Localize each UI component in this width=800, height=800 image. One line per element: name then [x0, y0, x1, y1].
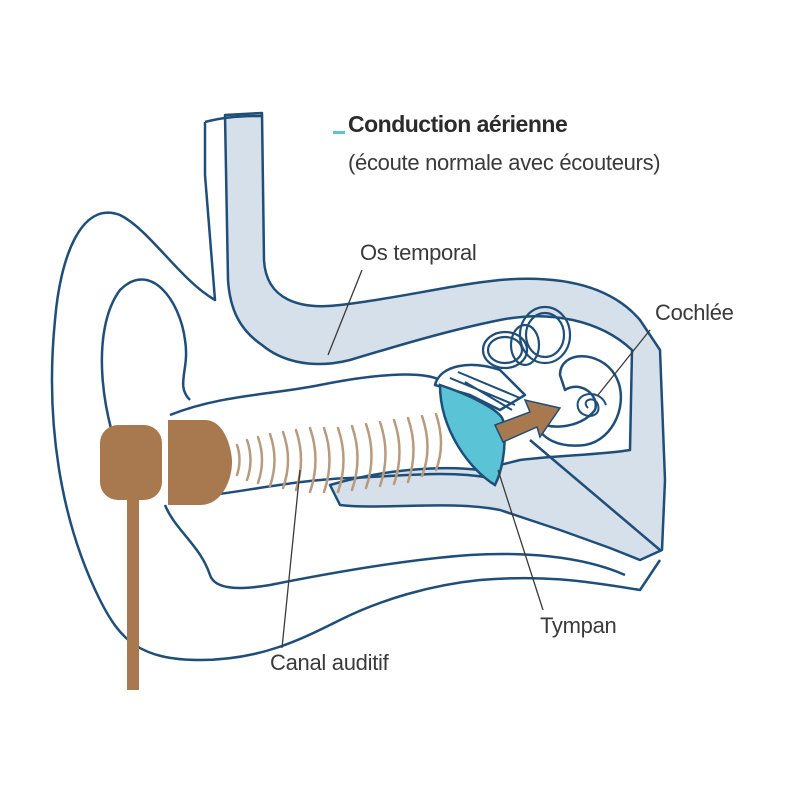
diagram-subtitle: (écoute normale avec écouteurs) [348, 150, 661, 175]
ear-lower [163, 504, 626, 590]
diagram-title: Conduction aérienne [348, 111, 568, 137]
semicircular-canals [481, 305, 572, 370]
label-ear-canal: Canal auditif [270, 650, 389, 675]
label-temporal-bone: Os temporal [360, 240, 477, 265]
leader-eardrum [497, 469, 544, 611]
cochlea [533, 355, 623, 447]
outer-ear [50, 114, 662, 662]
leader-cochlea [597, 329, 651, 396]
label-cochlea: Cochlée [655, 300, 734, 325]
leader-canal [281, 469, 301, 649]
cochlea-spiral [576, 393, 607, 417]
temporal-bone [223, 111, 667, 562]
sound-arrow-icon [493, 398, 562, 443]
sound-waves [235, 412, 443, 494]
leader-bone [327, 269, 363, 356]
ear-canal-upper [169, 373, 441, 417]
earphone [100, 420, 232, 690]
ossicles [449, 371, 521, 411]
title-accent-mark [333, 131, 345, 134]
eardrum [438, 383, 506, 487]
ear-helix [100, 278, 191, 481]
label-eardrum: Tympan [540, 613, 617, 638]
